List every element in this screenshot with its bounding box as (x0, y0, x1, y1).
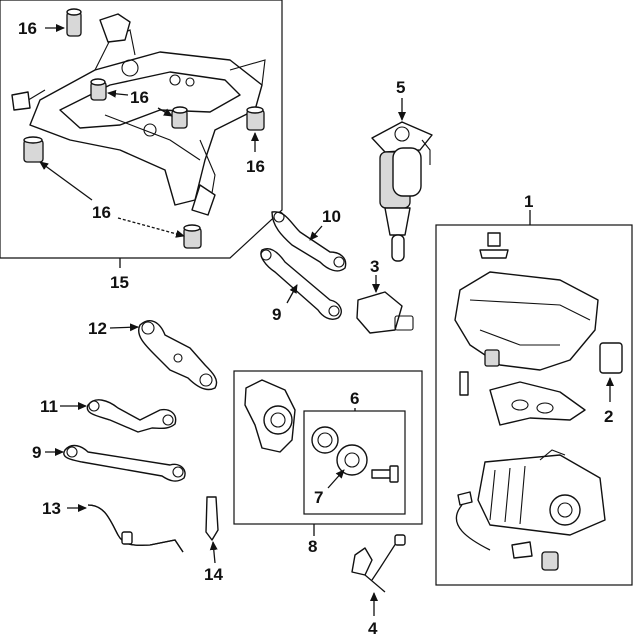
bushing-5 (23, 136, 44, 163)
callout-4: 4 (368, 619, 378, 638)
bushing-4 (246, 106, 265, 131)
stabilizer-bar-13 (87, 504, 184, 553)
subframe-group-box (0, 0, 283, 259)
compressor-assembly (454, 232, 623, 571)
callout-12: 12 (88, 319, 107, 338)
callout-13: 13 (42, 499, 61, 518)
hub-bolt (371, 465, 399, 483)
callout-7: 7 (314, 488, 323, 507)
callout-16-b: 16 (130, 88, 149, 107)
lateral-arm-9-lower (63, 444, 186, 482)
callout-16-d: 16 (92, 203, 111, 222)
level-sensor (351, 534, 406, 593)
upper-arm-10 (271, 211, 347, 272)
lateral-arm-9-upper (260, 248, 342, 320)
bushing-6 (183, 224, 202, 249)
callout-9-a: 9 (272, 305, 281, 324)
control-arm-11 (86, 399, 177, 433)
knuckle-group-box (233, 370, 423, 525)
air-strut (371, 121, 433, 262)
callout-9-b: 9 (32, 443, 41, 462)
height-sensor (356, 291, 414, 334)
wheel-bearing (311, 426, 339, 454)
rear-subframe (11, 13, 266, 216)
stabilizer-link-14 (205, 496, 219, 541)
knuckle (244, 379, 296, 453)
callout-16-a: 16 (18, 19, 37, 38)
callout-14: 14 (204, 565, 223, 584)
callout-6: 6 (350, 389, 359, 408)
callout-2: 2 (604, 407, 613, 426)
lower-arm-12 (138, 320, 218, 391)
callout-1: 1 (524, 192, 533, 211)
compressor-group-box (435, 224, 633, 586)
callout-10: 10 (322, 207, 341, 226)
bushing-3 (171, 106, 188, 129)
callout-5: 5 (396, 78, 405, 97)
callout-8: 8 (308, 537, 317, 556)
callout-3: 3 (370, 257, 379, 276)
callout-11: 11 (40, 397, 58, 416)
bushing-1 (66, 8, 82, 37)
callout-15: 15 (110, 273, 129, 292)
callout-16-c: 16 (246, 157, 265, 176)
hub-flange (336, 444, 368, 476)
bushing-2 (90, 78, 107, 101)
